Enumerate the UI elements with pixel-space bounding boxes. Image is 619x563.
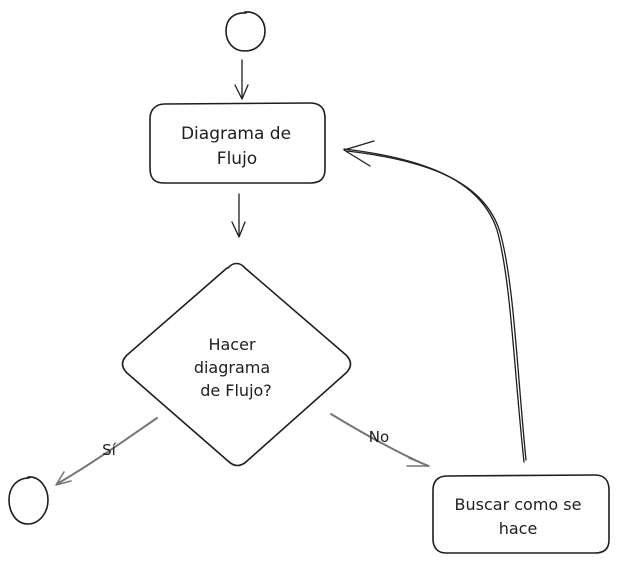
edge-label-no: No xyxy=(369,428,389,446)
flowchart-label-line2: Flujo xyxy=(217,149,257,169)
decision-label-line1: Hacer xyxy=(208,335,255,354)
arrow-decision-to-search: No xyxy=(330,413,430,467)
arrow-start-to-flowchart xyxy=(234,59,249,100)
search-node[interactable]: Buscar como se hace xyxy=(432,474,610,554)
search-label-line2: hace xyxy=(499,519,538,538)
flowchart-label-line1: Diagrama de xyxy=(181,124,291,144)
end-node[interactable] xyxy=(8,476,49,525)
edge-label-si: Sí xyxy=(102,441,117,459)
arrow-decision-to-end: Sí xyxy=(55,417,158,486)
arrow-flowchart-to-decision xyxy=(231,193,246,238)
search-label-line1: Buscar como se xyxy=(455,495,582,514)
start-node[interactable] xyxy=(225,11,266,52)
decision-label-line3: de Flujo? xyxy=(200,381,272,400)
decision-node[interactable]: Hacer diagrama de Flujo? xyxy=(121,262,352,467)
flowchart-node[interactable]: Diagrama de Flujo xyxy=(149,102,326,184)
arrow-search-to-flowchart xyxy=(343,140,527,463)
decision-label-line2: diagrama xyxy=(194,358,270,377)
